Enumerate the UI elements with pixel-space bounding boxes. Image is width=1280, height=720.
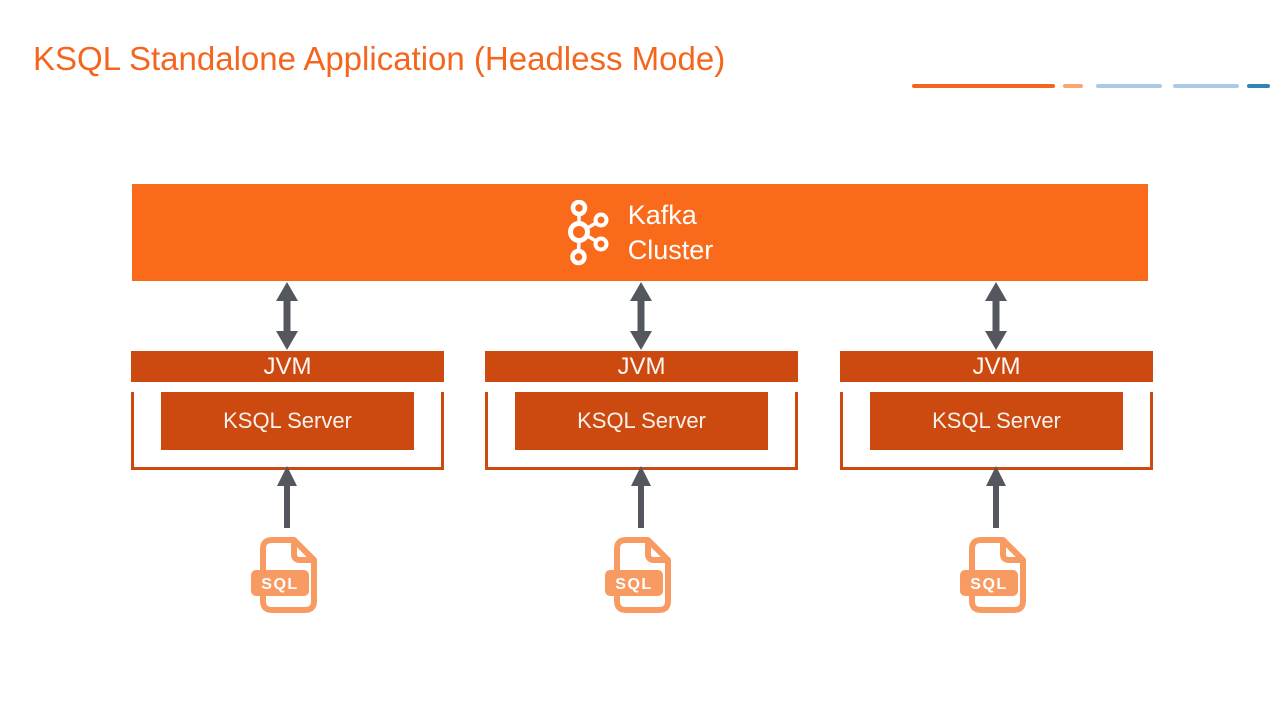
kafka-cluster-banner-content: Kafka Cluster bbox=[567, 198, 714, 268]
double-arrow-icon bbox=[985, 282, 1007, 350]
sql-file-icon: SQL bbox=[251, 537, 317, 613]
ksql-server-box: KSQL Server bbox=[870, 392, 1123, 450]
up-arrow-icon bbox=[986, 466, 1006, 528]
title-rule bbox=[912, 84, 1055, 88]
jvm-body: KSQL Server bbox=[485, 392, 798, 470]
decor-dash-teal-long bbox=[1247, 84, 1270, 88]
jvm-header-label: JVM bbox=[485, 351, 798, 382]
jvm-box-1: JVM KSQL Server bbox=[131, 351, 444, 470]
up-arrow-icon bbox=[277, 466, 297, 528]
decor-dash-lightblue-long bbox=[1173, 84, 1239, 88]
kafka-cluster-banner: Kafka Cluster bbox=[132, 184, 1148, 281]
jvm-body: KSQL Server bbox=[840, 392, 1153, 470]
svg-text:SQL: SQL bbox=[970, 576, 1007, 593]
ksql-server-box: KSQL Server bbox=[161, 392, 414, 450]
kafka-cluster-label-line1: Kafka bbox=[627, 199, 697, 230]
decor-dash-lightblue-short bbox=[1096, 84, 1162, 88]
up-arrow-icon bbox=[631, 466, 651, 528]
jvm-body: KSQL Server bbox=[131, 392, 444, 470]
sql-file-icon: SQL bbox=[605, 537, 671, 613]
jvm-box-3: JVM KSQL Server bbox=[840, 351, 1153, 470]
svg-text:SQL: SQL bbox=[261, 576, 298, 593]
sql-file-icon: SQL bbox=[960, 537, 1026, 613]
double-arrow-icon bbox=[276, 282, 298, 350]
double-arrow-icon bbox=[630, 282, 652, 350]
jvm-header-label: JVM bbox=[840, 351, 1153, 382]
jvm-header-label: JVM bbox=[131, 351, 444, 382]
page-title: KSQL Standalone Application (Headless Mo… bbox=[33, 40, 726, 77]
svg-text:SQL: SQL bbox=[615, 576, 652, 593]
decor-dash-orange bbox=[1063, 84, 1083, 88]
kafka-logo-icon bbox=[567, 199, 609, 265]
jvm-box-2: JVM KSQL Server bbox=[485, 351, 798, 470]
kafka-cluster-label: Kafka Cluster bbox=[628, 198, 714, 268]
kafka-cluster-label-line2: Cluster bbox=[627, 234, 714, 265]
ksql-server-box: KSQL Server bbox=[515, 392, 768, 450]
